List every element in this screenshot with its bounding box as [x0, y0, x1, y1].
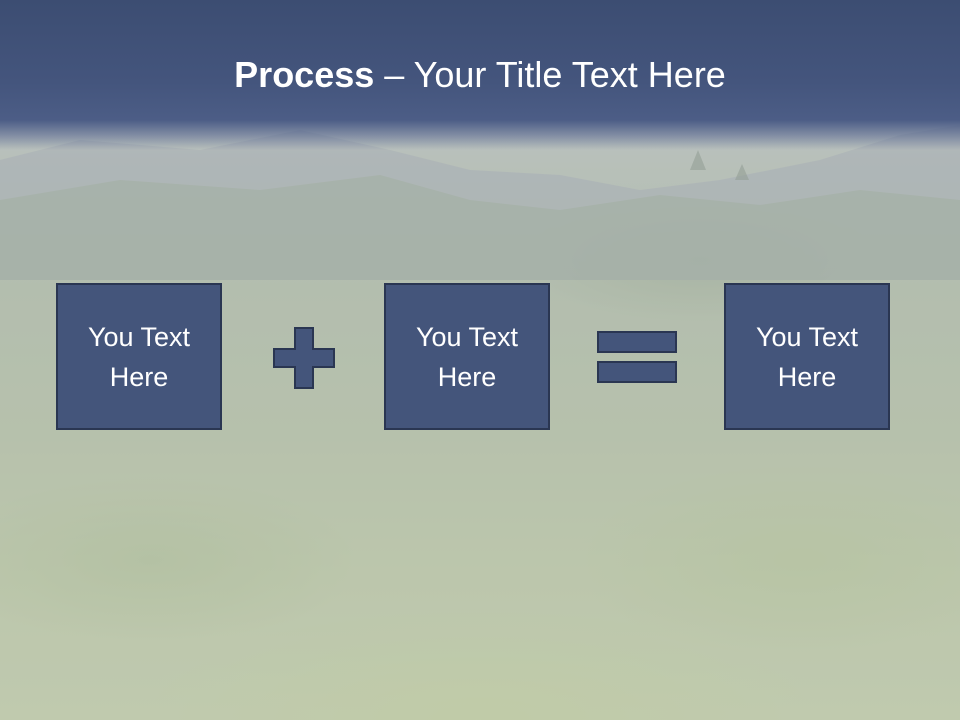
- title-bold-part: Process: [234, 54, 375, 95]
- process-box-2-text: You Text Here: [415, 321, 519, 392]
- title-bar: [0, 0, 960, 150]
- process-box-1[interactable]: You Text Here: [56, 283, 222, 430]
- title-rest: – Your Title Text Here: [374, 54, 726, 95]
- equals-icon: [597, 331, 677, 383]
- process-box-2[interactable]: You Text Here: [384, 283, 550, 430]
- plus-icon: [273, 327, 335, 389]
- slide-title[interactable]: Process – Your Title Text Here: [0, 52, 960, 98]
- process-box-3[interactable]: You Text Here: [724, 283, 890, 430]
- mountain-silhouette: [0, 125, 960, 280]
- process-box-1-text: You Text Here: [87, 321, 191, 392]
- process-box-3-text: You Text Here: [755, 321, 859, 392]
